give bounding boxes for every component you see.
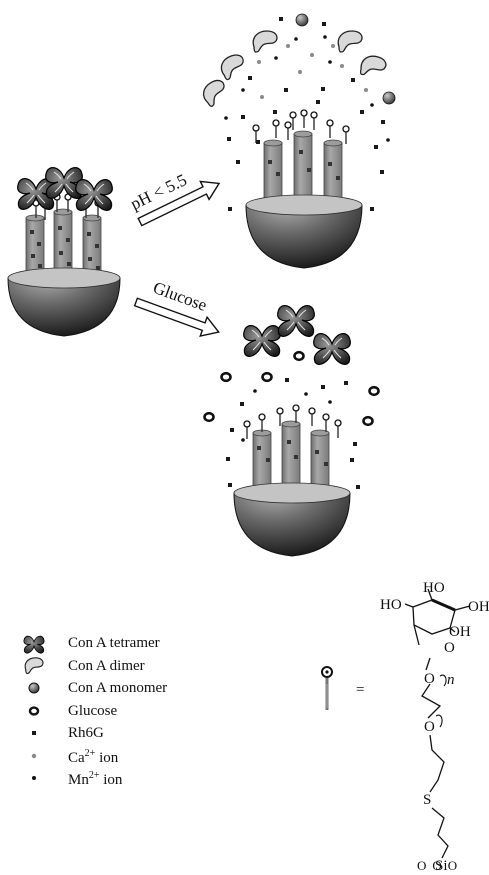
legend-label-rh6g: Rh6G xyxy=(68,725,104,742)
legend-row-glucose: Glucose xyxy=(18,700,278,723)
glucose-released-species xyxy=(203,304,380,489)
chain-oxygen: O xyxy=(424,719,435,735)
legend-row-ca: Ca2+ ion xyxy=(18,745,278,768)
ho-left: HO xyxy=(380,597,402,613)
si-oxygens: O O O xyxy=(417,858,477,875)
glyco-oxygen: O xyxy=(424,671,435,687)
ho-top: HO xyxy=(423,580,445,596)
legend-row-monomer: Con A monomer xyxy=(18,677,278,700)
equals-sign: = xyxy=(356,682,364,698)
legend-label-glucose: Glucose xyxy=(68,702,118,719)
legend-row-dimer: Con A dimer xyxy=(18,655,278,678)
legend: Con A tetramer Con A dimer Con A monomer… xyxy=(18,632,278,790)
ph-arrow: pH < 5.5 xyxy=(127,170,221,227)
glucose-arrow: Glucose xyxy=(133,278,220,337)
si-oxygen-2: O xyxy=(432,858,442,873)
legend-label-dimer: Con A dimer xyxy=(68,657,145,674)
oh-right: OH xyxy=(468,599,489,615)
si-oxygen-1: O xyxy=(417,858,427,873)
ph-released-nanoparticle xyxy=(245,109,363,269)
left-pores xyxy=(25,208,102,281)
rh6g-icon xyxy=(18,722,58,744)
legend-label-ca: Ca2+ ion xyxy=(68,747,119,766)
sulfur-atom: S xyxy=(423,792,431,808)
legend-row-mn: Mn2+ ion xyxy=(18,767,278,790)
si-oxygen-3: O xyxy=(447,858,458,873)
loaded-nanoparticle xyxy=(7,166,121,337)
gate-molecule-icon xyxy=(321,666,333,710)
glucose-released-nanoparticle xyxy=(233,404,351,557)
silicon-atom: Si xyxy=(435,858,448,874)
legend-label-mn: Mn2+ ion xyxy=(68,770,123,789)
ca-ion-icon xyxy=(18,745,58,767)
gate-molecule-structure: = HO HO OH OH O O n O S Si xyxy=(321,580,489,874)
con-a-monomer-icon xyxy=(18,677,58,699)
glucose-icon xyxy=(18,700,58,722)
repeat-n: n xyxy=(447,672,455,688)
con-a-dimer-icon xyxy=(18,655,58,677)
legend-row-rh6g: Rh6G xyxy=(18,722,278,745)
oh-ring: OH xyxy=(449,624,471,640)
mn-ion-icon xyxy=(18,767,58,789)
legend-label-monomer: Con A monomer xyxy=(68,680,168,697)
ring-oxygen: O xyxy=(444,640,455,656)
con-a-tetramer-icon xyxy=(18,632,58,654)
legend-label-tetramer: Con A tetramer xyxy=(68,635,160,652)
ph-released-species xyxy=(198,13,396,211)
legend-row-tetramer: Con A tetramer xyxy=(18,632,278,655)
